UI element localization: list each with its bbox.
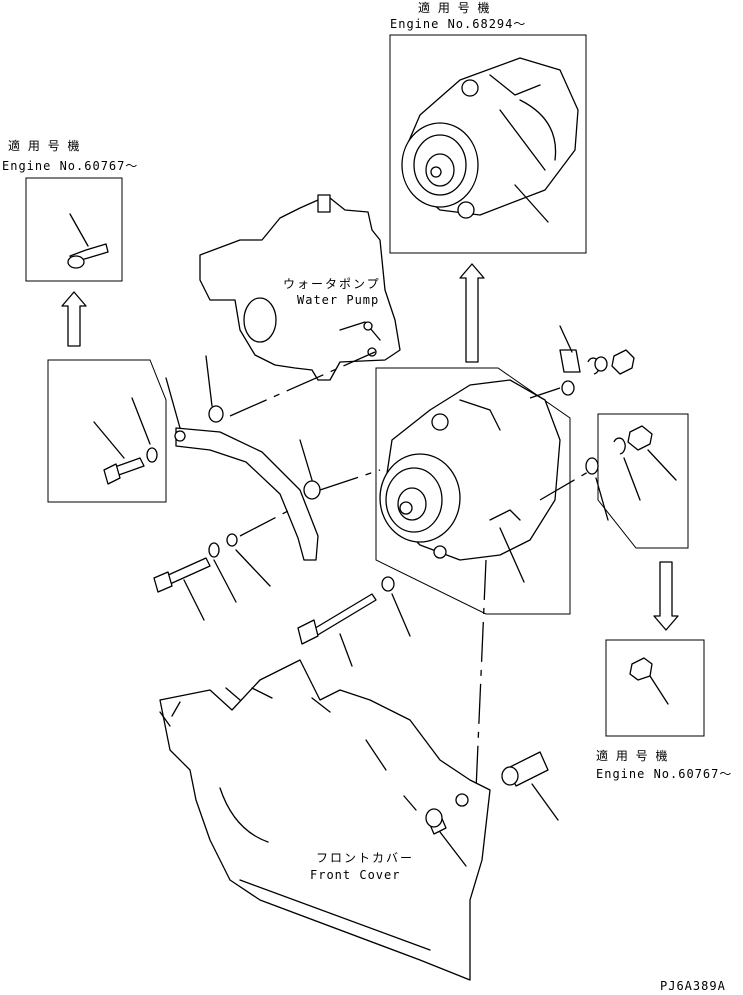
right-nut-panel — [539, 413, 689, 549]
top-detail-title-jp: 適 用 号 機 — [418, 0, 491, 15]
right-detail-panel: 適 用 号 機 Engine No.60767～ — [596, 639, 732, 781]
left-bolt-panel — [47, 359, 167, 503]
top-detail-box — [389, 34, 587, 254]
arrow-up-top — [459, 263, 485, 363]
long-bolt-left — [153, 509, 291, 621]
spacer-washers — [205, 355, 381, 500]
right-detail-box — [605, 639, 705, 737]
drawing-code: PJ6A389A — [660, 979, 726, 993]
front-cover-label-jp: フロントカバー — [316, 851, 414, 865]
left-detail-title-jp: 適 用 号 機 — [8, 138, 81, 153]
adjusting-bracket — [165, 377, 319, 561]
right-detail-title-jp: 適 用 号 機 — [596, 748, 669, 763]
front-cover-part: フロントカバー Front Cover — [159, 659, 491, 981]
hex-bolt-icon — [103, 447, 158, 485]
top-detail-title-en: Engine No.68294～ — [390, 17, 526, 31]
flange-bolt-icon — [67, 213, 109, 269]
water-pump-part: ウォータポンプ Water Pump — [199, 194, 401, 417]
left-detail-panel: 適 用 号 機 Engine No.60767～ — [2, 138, 138, 282]
right-detail-title-en: Engine No.60767～ — [596, 767, 732, 781]
nut-washer-set — [529, 325, 635, 399]
left-bolt-box — [47, 359, 167, 503]
center-dash-line — [475, 559, 487, 791]
water-pump-label-en: Water Pump — [297, 293, 379, 307]
front-cover-label-en: Front Cover — [310, 868, 400, 882]
top-detail-panel: 適 用 号 機 Engine No.68294～ — [389, 0, 587, 254]
spacer-sleeve — [501, 751, 559, 821]
alternator-group-outline — [375, 367, 571, 615]
arrow-up-left — [61, 291, 87, 347]
alternator-new-icon — [401, 57, 579, 223]
left-detail-title-en: Engine No.60767～ — [2, 159, 138, 173]
arrow-down-right — [653, 561, 679, 631]
long-bolt-lower — [297, 576, 411, 667]
water-pump-label-jp: ウォータポンプ — [283, 277, 381, 291]
left-detail-box — [25, 177, 123, 282]
alternator-main — [375, 367, 571, 615]
